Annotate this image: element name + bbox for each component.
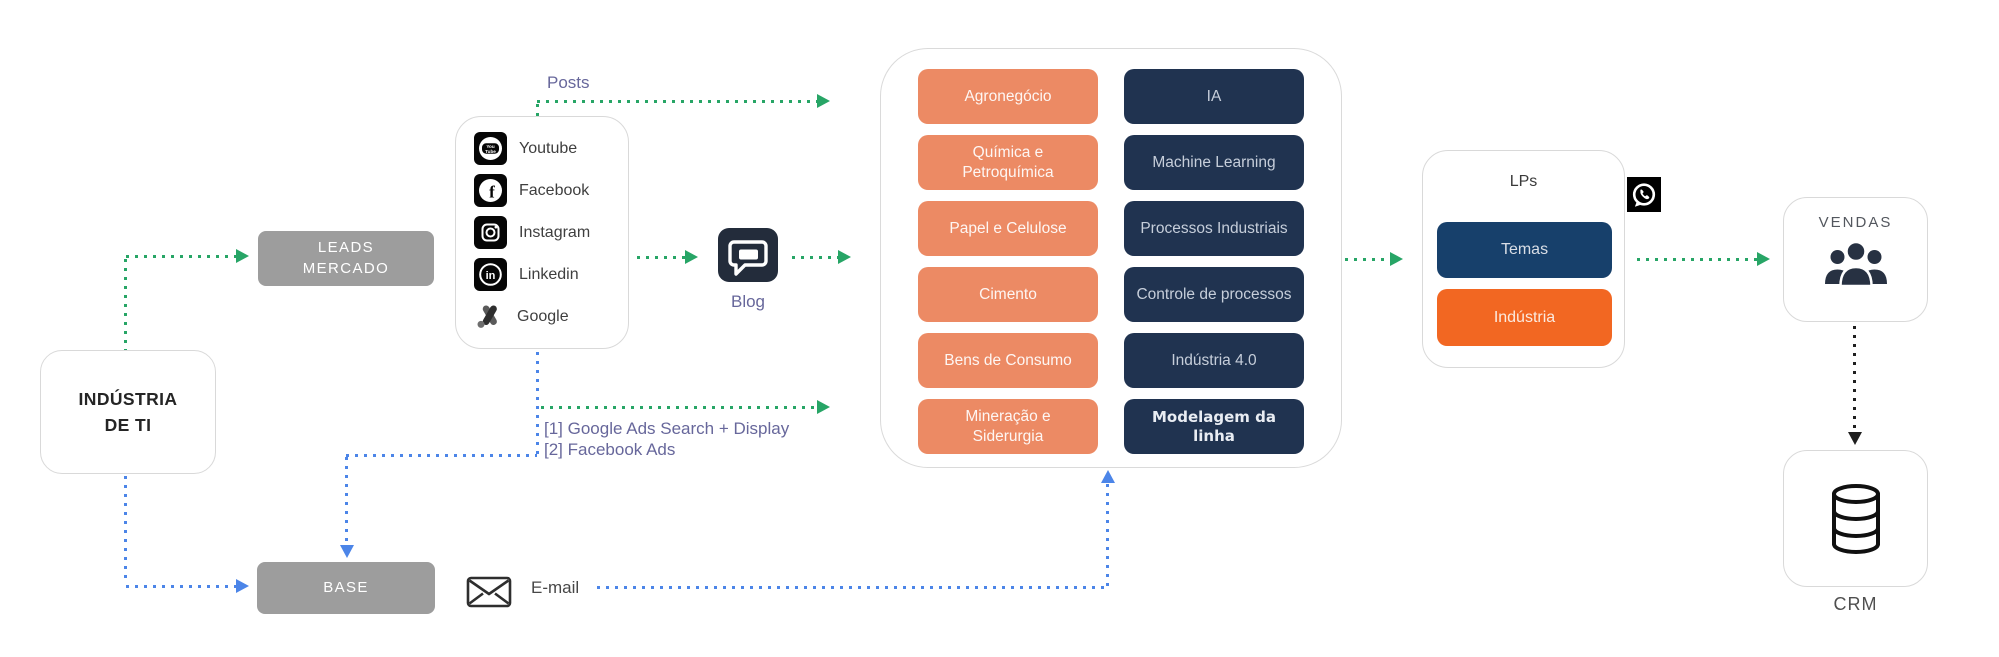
arrowhead-to-lps <box>1390 252 1403 266</box>
flow-segments-to-lps-line <box>1345 258 1390 261</box>
lps-temas-button: Temas <box>1437 222 1612 278</box>
facebook-icon: f <box>474 174 507 207</box>
topic-chip-modelagem-da-linha: Modelagem da linha <box>1124 399 1304 454</box>
lps-title: LPs <box>1509 173 1538 190</box>
flow-email-line <box>597 586 1107 589</box>
arrowhead-to-vendas <box>1757 252 1770 266</box>
channel-row-facebook: f Facebook <box>474 174 628 207</box>
flow-industria-up-line <box>124 259 127 350</box>
node-base: BASE <box>257 562 435 614</box>
industry-chip-quimica-petroquimica: Química e Petroquímica <box>918 135 1098 190</box>
blog-label: Blog <box>730 292 766 311</box>
topic-chip-industria-4-0: Indústria 4.0 <box>1124 333 1304 388</box>
base-label: BASE <box>323 578 369 596</box>
arrowhead-to-crm <box>1848 432 1862 445</box>
flow-industria-to-leads-line <box>126 255 236 258</box>
instagram-icon <box>474 216 507 249</box>
industry-chip-papel-celulose: Papel e Celulose <box>918 201 1098 256</box>
whatsapp-icon <box>1627 177 1661 212</box>
node-industria-de-ti: INDÚSTRIA DE TI <box>40 350 216 474</box>
flow-industria-to-base-line <box>126 585 236 588</box>
arrowhead-to-leads <box>236 249 249 263</box>
arrowhead-to-blog <box>685 250 698 264</box>
arrowhead-to-base <box>236 579 249 593</box>
flow-blog-to-segments-line <box>792 256 838 259</box>
channel-label: Google <box>517 307 569 325</box>
topic-chip-controle-de-processos: Controle de processos <box>1124 267 1304 322</box>
sales-team-icon <box>1824 237 1888 293</box>
flow-posts-stub-line <box>536 104 539 116</box>
flow-social-down-line <box>536 352 539 455</box>
channel-row-instagram: Instagram <box>474 216 628 249</box>
channel-row-google: Google <box>474 300 628 333</box>
industry-chip-cimento: Cimento <box>918 267 1098 322</box>
industry-chip-mineracao-siderurgia: Mineração e Siderurgia <box>918 399 1098 454</box>
ads-annotation: [1] Google Ads Search + Display [2] Face… <box>544 418 789 460</box>
arrowhead-ads <box>817 400 830 414</box>
flow-industria-down-line <box>124 476 127 584</box>
database-icon <box>1823 481 1889 557</box>
arrowhead-email-to-segments <box>1101 470 1115 483</box>
arrowhead-blog-to-segments <box>838 250 851 264</box>
vendas-label: VENDAS <box>1818 214 1893 231</box>
channel-label: Youtube <box>519 139 578 157</box>
node-vendas: VENDAS <box>1783 197 1928 322</box>
svg-text:Tube: Tube <box>485 149 496 154</box>
channel-label: Linkedin <box>519 265 579 283</box>
industry-chip-bens-de-consumo: Bens de Consumo <box>918 333 1098 388</box>
topic-chip-machine-learning: Machine Learning <box>1124 135 1304 190</box>
flow-social-to-blog-line <box>637 256 685 259</box>
ads-annotation-line1: [1] Google Ads Search + Display <box>544 419 790 438</box>
flow-vendas-to-crm-line <box>1853 326 1856 432</box>
svg-text:f: f <box>489 183 495 202</box>
channel-label: Facebook <box>519 181 590 199</box>
email-label: E-mail <box>531 578 580 597</box>
industria-line1: INDÚSTRIA <box>78 388 178 409</box>
channel-row-linkedin: in Linkedin <box>474 258 628 291</box>
flow-email-up-line <box>1106 484 1109 586</box>
leads-line1: LEADS <box>317 239 375 257</box>
arrowhead-posts <box>817 94 830 108</box>
leads-line2: MERCADO <box>302 259 390 277</box>
node-leads-mercado: LEADS MERCADO <box>258 231 434 286</box>
industria-line2: DE TI <box>104 415 152 435</box>
svg-text:You: You <box>486 144 495 149</box>
flow-posts-line <box>537 100 817 103</box>
ads-annotation-line2: [2] Facebook Ads <box>544 440 676 459</box>
node-crm <box>1783 450 1928 587</box>
blog-icon <box>718 228 778 286</box>
flow-base-drop-line <box>345 457 348 545</box>
flow-ads-to-segments-line <box>541 406 817 409</box>
channel-label: Instagram <box>519 223 591 241</box>
industry-chip-agronegocio: Agronegócio <box>918 69 1098 124</box>
lps-industria-button: Indústria <box>1437 289 1612 346</box>
topic-chip-ia: IA <box>1124 69 1304 124</box>
email-icon <box>466 576 512 608</box>
topic-chip-processos-industriais: Processos Industriais <box>1124 201 1304 256</box>
google-ads-icon <box>474 301 505 332</box>
flow-social-to-base-line <box>346 454 537 457</box>
arrowhead-down-to-base <box>340 545 354 558</box>
linkedin-icon: in <box>474 258 507 291</box>
posts-label: Posts <box>547 73 590 92</box>
svg-text:in: in <box>486 270 496 282</box>
node-lps: LPs Temas Indústria <box>1422 150 1625 368</box>
node-segments-matrix: Agronegócio IA Química e Petroquímica Ma… <box>880 48 1342 468</box>
crm-label: CRM <box>1833 594 1878 614</box>
flow-lps-to-vendas-line <box>1637 258 1757 261</box>
